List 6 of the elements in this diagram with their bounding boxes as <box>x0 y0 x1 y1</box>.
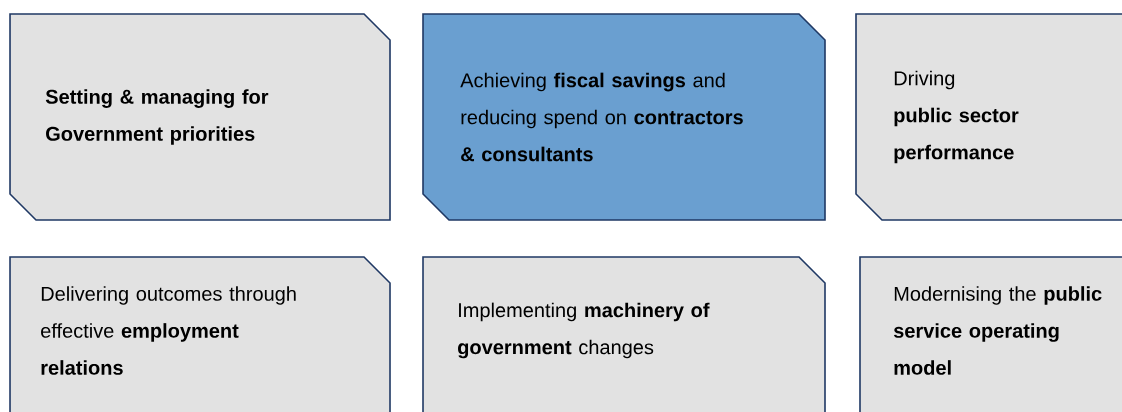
text-box: Modernising the public service operating model <box>859 256 1122 412</box>
text-box: Delivering outcomes through effective employment relations <box>9 256 391 412</box>
text-box: Driving public sector performance <box>855 13 1122 221</box>
text-box: Implementing machinery of government changes <box>422 256 826 412</box>
text-box: Setting & managing for Government priorities <box>9 13 391 221</box>
text-box: Achieving fiscal savings and reducing spend on contractors & consultants <box>422 13 826 221</box>
